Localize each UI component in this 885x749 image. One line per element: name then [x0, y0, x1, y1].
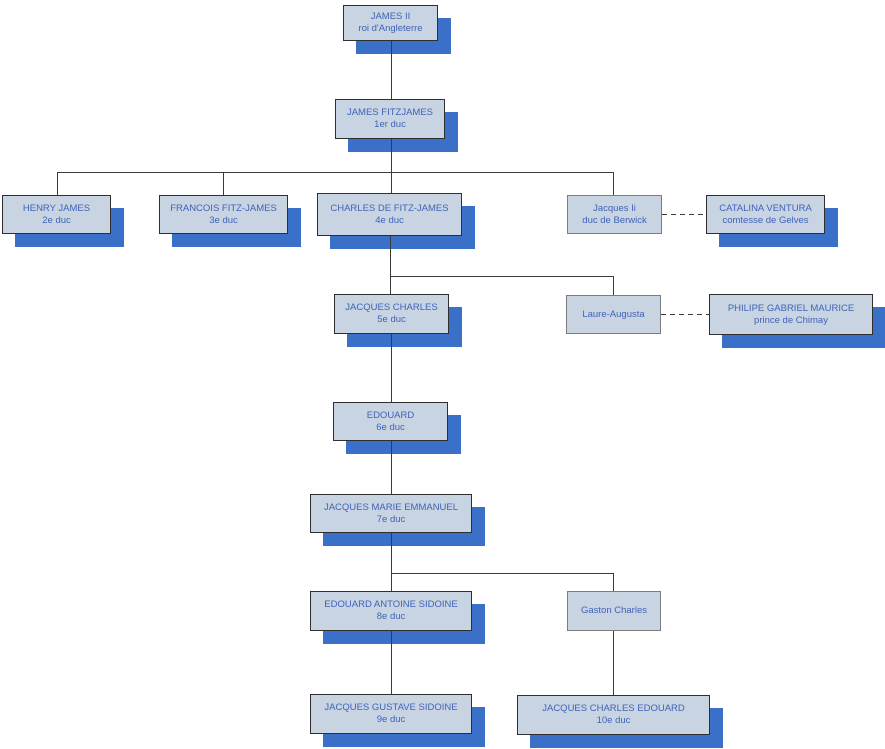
descent-connector-line	[613, 631, 615, 695]
descent-connector-line	[391, 139, 393, 172]
node-edouard-antoine-sidoine[interactable]: EDOUARD ANTOINE SIDOINE 8e duc	[310, 591, 472, 631]
node-title: JACQUES CHARLES	[345, 302, 438, 313]
node-james-ii[interactable]: JAMES II roi d'Angleterre	[343, 5, 438, 41]
node-subtitle: duc de Berwick	[582, 214, 647, 226]
descent-connector-line	[223, 172, 225, 195]
node-laure-augusta[interactable]: Laure-Augusta	[566, 295, 661, 334]
descent-connector-line	[613, 573, 615, 591]
node-title: JAMES II	[370, 11, 411, 22]
node-subtitle: prince de Chimay	[754, 314, 828, 326]
node-subtitle: 1er duc	[374, 119, 406, 130]
descent-connector-line	[390, 276, 613, 278]
node-title: EDOUARD	[366, 409, 415, 421]
node-jacques-gustave-sidoine[interactable]: JACQUES GUSTAVE SIDOINE 9e duc	[310, 694, 472, 734]
descent-connector-line	[391, 573, 613, 575]
node-title: JAMES FITZJAMES	[346, 107, 434, 118]
node-subtitle: 4e duc	[375, 214, 404, 226]
node-subtitle: 6e duc	[376, 421, 405, 433]
node-title: Laure-Augusta	[582, 308, 645, 320]
marriage-connector-line	[661, 314, 709, 316]
node-title: Gaston Charles	[580, 605, 647, 616]
descent-connector-line	[391, 334, 393, 402]
node-subtitle: 8e duc	[376, 611, 406, 622]
node-james-fitzjames[interactable]: JAMES FITZJAMES 1er duc	[335, 99, 445, 139]
descent-connector-line	[391, 573, 393, 591]
node-title: JACQUES CHARLES EDOUARD	[542, 703, 685, 714]
node-subtitle: 2e duc	[42, 214, 71, 226]
node-subtitle: 10e duc	[596, 715, 631, 726]
marriage-connector-line	[662, 214, 706, 216]
node-edouard[interactable]: EDOUARD 6e duc	[333, 402, 448, 441]
descent-connector-line	[57, 172, 613, 174]
descent-connector-line	[613, 276, 615, 295]
node-charles-de-fitz-james[interactable]: CHARLES DE FITZ-JAMES 4e duc	[317, 193, 462, 236]
descent-connector-line	[391, 631, 393, 694]
node-subtitle: 5e duc	[377, 314, 406, 325]
descent-connector-line	[391, 441, 393, 494]
descent-connector-line	[57, 172, 59, 195]
node-title: CHARLES DE FITZ-JAMES	[330, 202, 449, 214]
node-subtitle: 9e duc	[376, 714, 406, 725]
node-francois-fitz-james[interactable]: FRANCOIS FITZ-JAMES 3e duc	[159, 195, 288, 234]
descent-connector-line	[391, 533, 393, 573]
node-subtitle: comtesse de Gelves	[722, 214, 809, 226]
node-title: FRANCOIS FITZ-JAMES	[170, 202, 277, 214]
node-jacques-charles-edouard[interactable]: JACQUES CHARLES EDOUARD 10e duc	[517, 695, 710, 735]
descent-connector-line	[391, 41, 393, 99]
node-jacques-charles[interactable]: JACQUES CHARLES 5e duc	[334, 294, 449, 334]
node-subtitle: roi d'Angleterre	[358, 23, 423, 34]
node-title: HENRY JAMES	[22, 202, 91, 214]
node-title: Jacques Ii	[593, 202, 636, 214]
node-jacques-marie-emmanuel[interactable]: JACQUES MARIE EMMANUEL 7e duc	[310, 494, 472, 533]
node-title: EDOUARD ANTOINE SIDOINE	[324, 599, 458, 610]
node-philipe-gabriel-maurice[interactable]: PHILIPE GABRIEL MAURICE prince de Chimay	[709, 294, 873, 335]
node-subtitle: 7e duc	[376, 513, 406, 525]
descent-connector-line	[613, 172, 615, 195]
node-jacques-ii-berwick[interactable]: Jacques Ii duc de Berwick	[567, 195, 662, 234]
descent-connector-line	[390, 236, 392, 294]
node-subtitle: 3e duc	[209, 214, 238, 226]
node-title: CATALINA VENTURA	[719, 202, 812, 214]
node-title: JACQUES MARIE EMMANUEL	[323, 501, 459, 513]
node-title: JACQUES GUSTAVE SIDOINE	[324, 702, 458, 713]
node-title: PHILIPE GABRIEL MAURICE	[727, 302, 855, 314]
node-catalina-ventura[interactable]: CATALINA VENTURA comtesse de Gelves	[706, 195, 825, 234]
node-gaston-charles[interactable]: Gaston Charles	[567, 591, 661, 631]
descent-connector-line	[391, 172, 393, 193]
node-henry-james[interactable]: HENRY JAMES 2e duc	[2, 195, 111, 234]
